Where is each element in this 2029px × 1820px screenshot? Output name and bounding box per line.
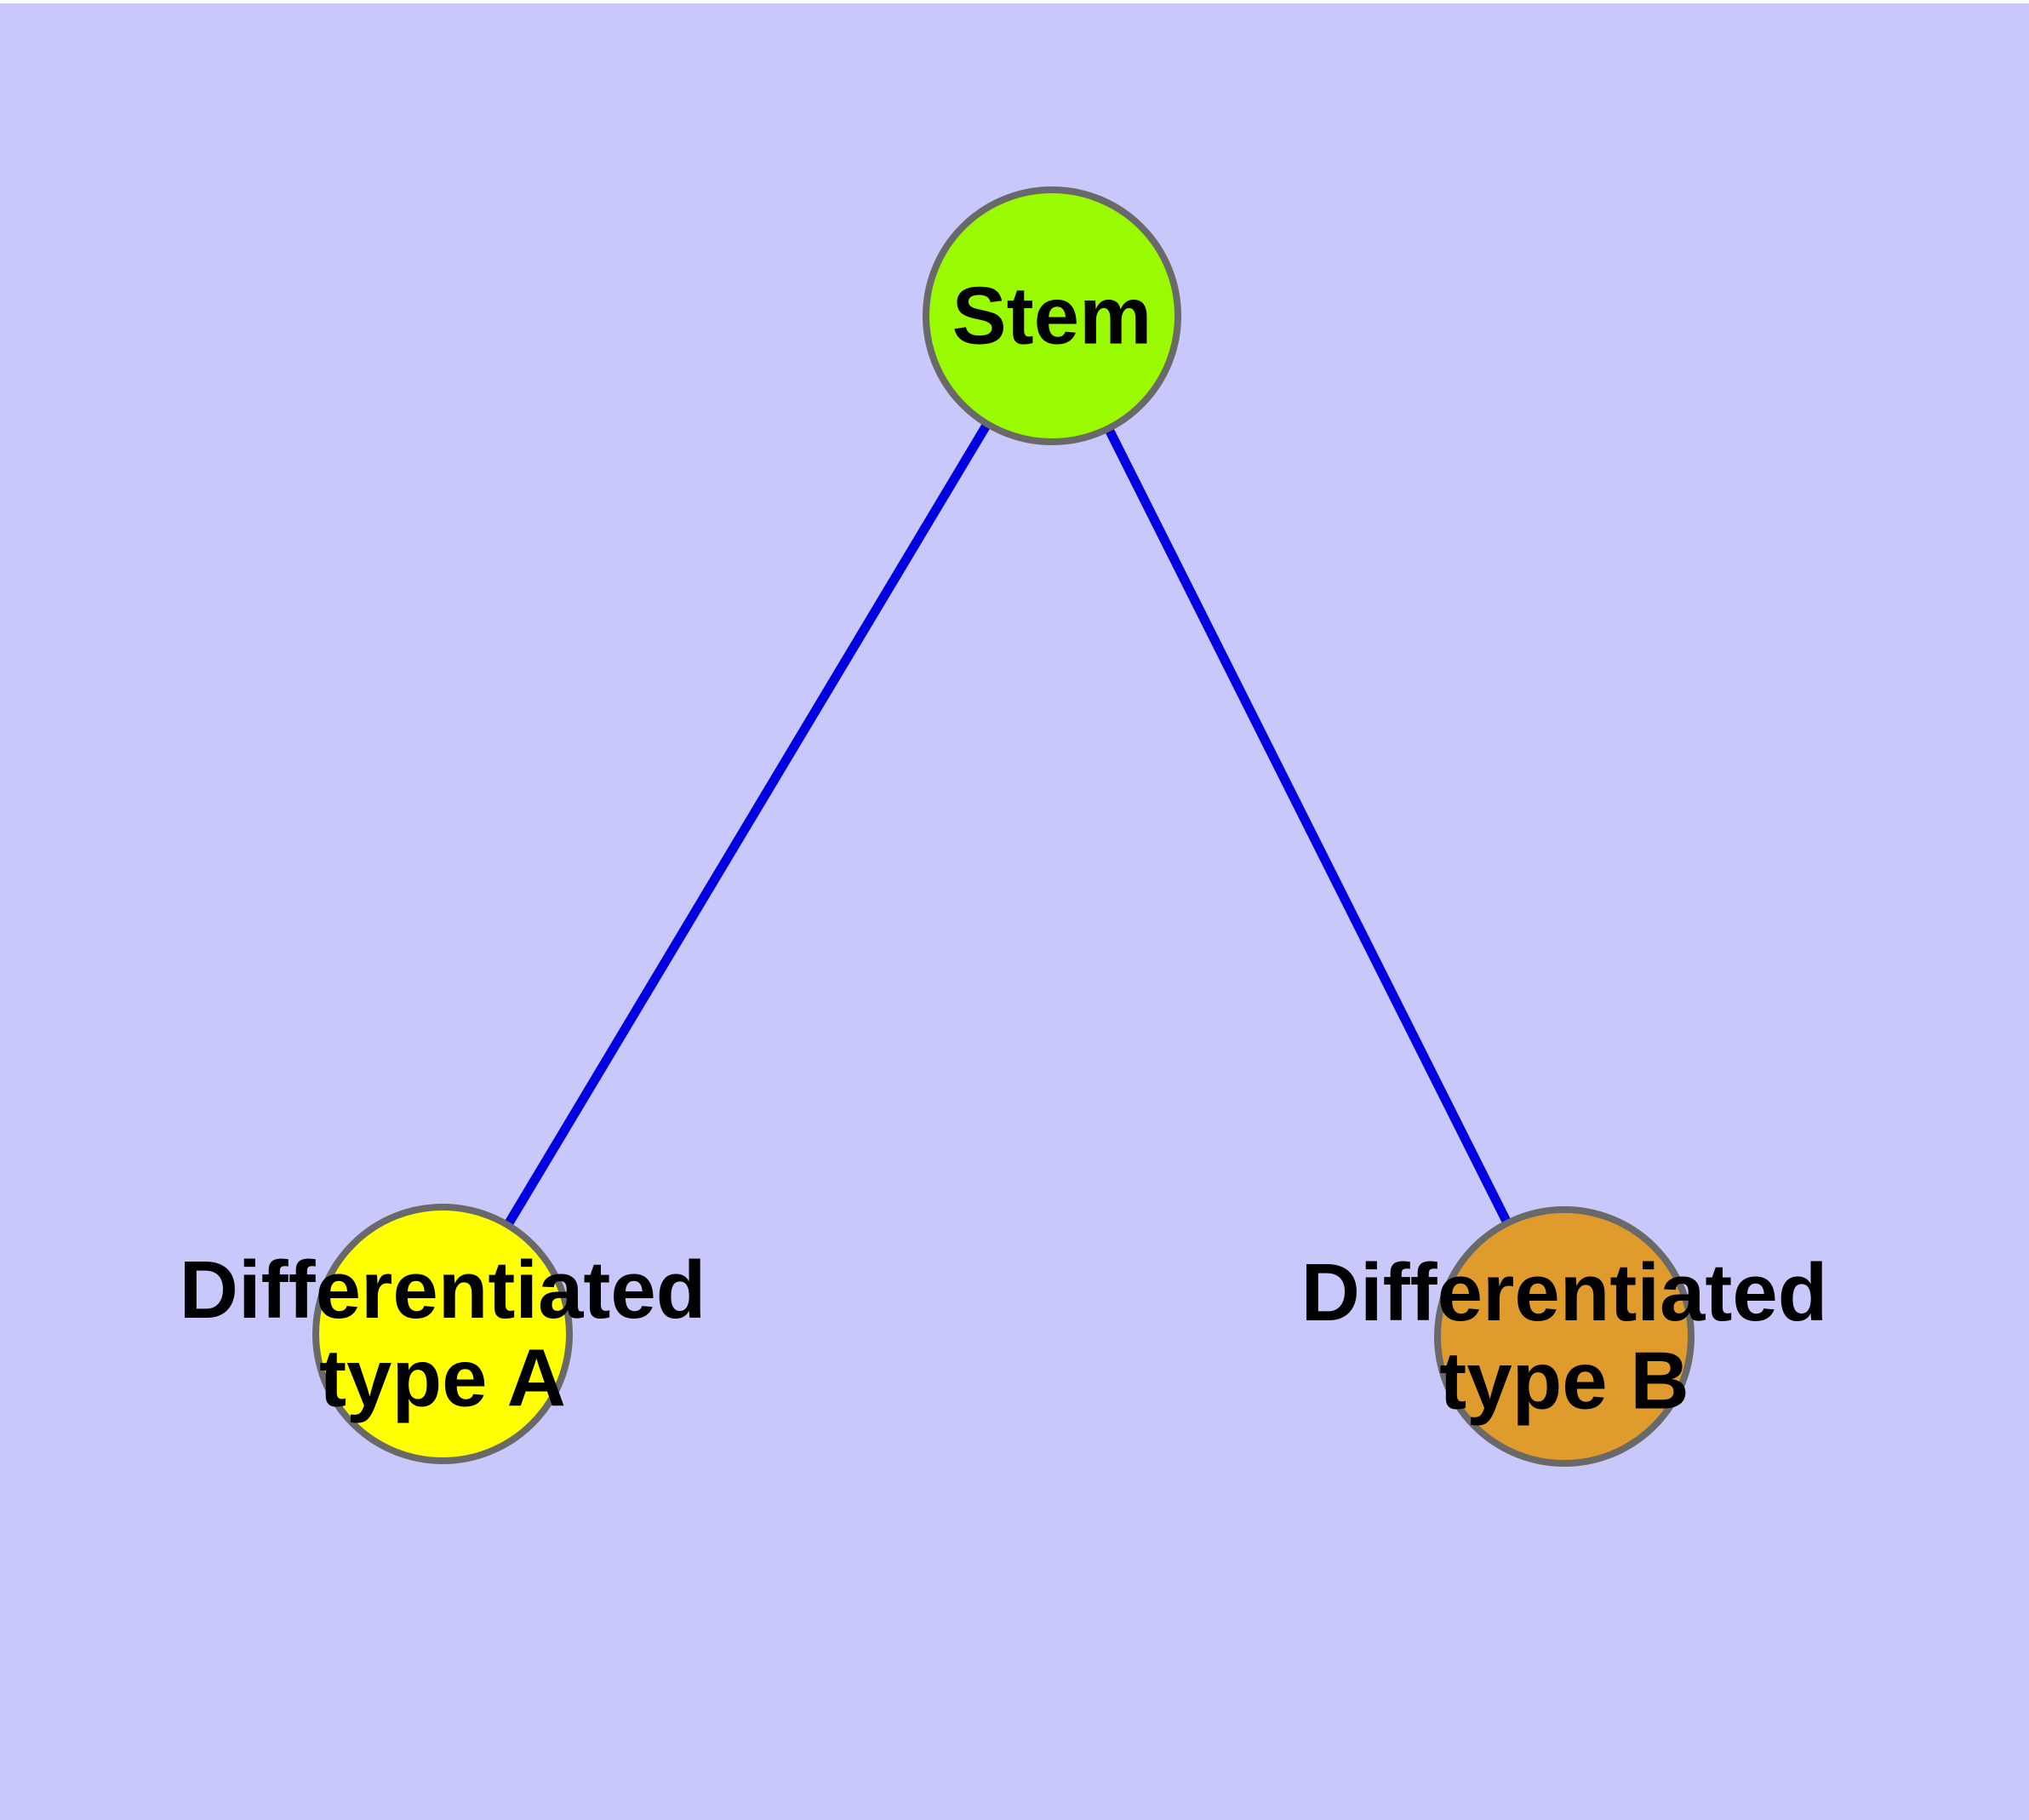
edge-stem-to-differentiated-type-b[interactable]: [1048, 313, 1569, 1339]
node-label-line: type A: [319, 1332, 566, 1423]
nodes-layer: [312, 186, 1695, 1467]
node-label-line: Stem: [952, 271, 1152, 362]
node-differentiated-type-a[interactable]: [312, 1204, 573, 1464]
node-stem[interactable]: [923, 186, 1181, 445]
node-differentiated-type-b-circle[interactable]: [1434, 1206, 1695, 1467]
edge-stem-to-differentiated-type-a[interactable]: [438, 313, 1056, 1336]
node-differentiated-type-a-circle[interactable]: [312, 1204, 573, 1464]
node-label-line: Differentiated: [180, 1245, 706, 1336]
node-stem-label: Stem: [952, 271, 1152, 362]
node-label-line: type B: [1439, 1335, 1689, 1426]
edges-layer: [438, 313, 1569, 1339]
node-stem-circle[interactable]: [923, 186, 1181, 445]
node-label-line: Differentiated: [1301, 1247, 1828, 1338]
node-differentiated-type-b[interactable]: [1434, 1206, 1695, 1467]
